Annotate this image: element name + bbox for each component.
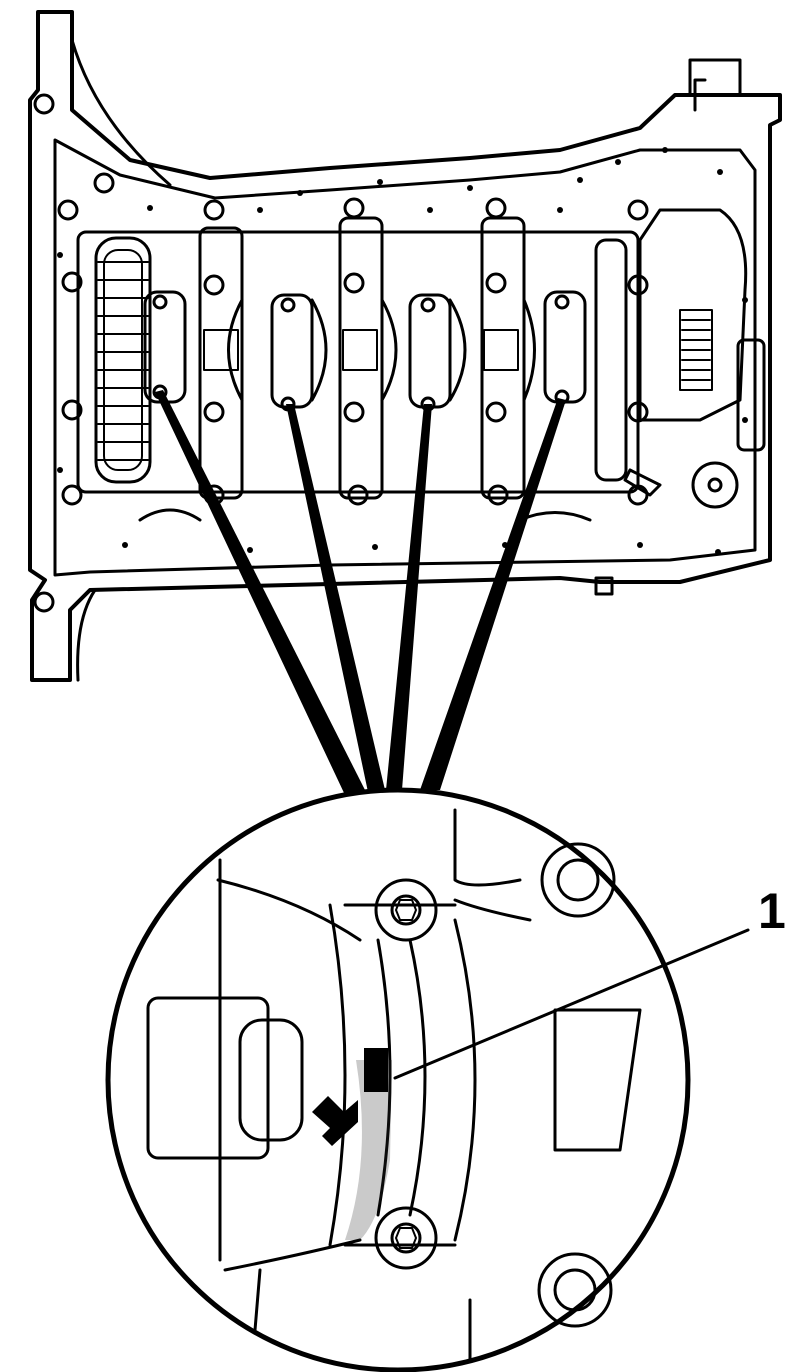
engine-block [28, 10, 782, 682]
side-bolt-bottom [537, 1252, 613, 1328]
flange-dots [57, 147, 748, 555]
magnifier-leaders [155, 390, 566, 795]
gallery-inner [238, 1018, 304, 1142]
flange-curve-2 [76, 588, 97, 682]
oil-pump-area [623, 208, 766, 509]
bearing-tang [364, 1048, 388, 1092]
rod-caps [143, 290, 587, 409]
main-bearing-caps [198, 216, 628, 500]
block-face-lines [216, 808, 642, 1362]
flange-curve [70, 38, 172, 187]
side-bolt-bottom-inner [553, 1268, 597, 1312]
bolts [33, 93, 649, 613]
bearing-shell [345, 1060, 392, 1240]
detail-circle [105, 787, 691, 1372]
gallery-block [146, 996, 270, 1160]
lower-bolt [374, 1206, 438, 1270]
top-bracket [688, 58, 742, 112]
detail-view [105, 787, 750, 1372]
pan-rail [53, 138, 757, 577]
side-bolt-top-inner [556, 858, 600, 902]
block-outline [28, 10, 782, 682]
upper-bolt [374, 878, 438, 942]
callout-leader [393, 928, 750, 1080]
crankcase-opening [76, 230, 640, 494]
side-bolt-top [540, 842, 616, 918]
bearing-cap [328, 903, 477, 1247]
reluctor-ring [94, 236, 152, 484]
callout-number: 1 [758, 883, 786, 939]
sensor-tab [594, 576, 614, 596]
direction-arrow [312, 1096, 358, 1146]
